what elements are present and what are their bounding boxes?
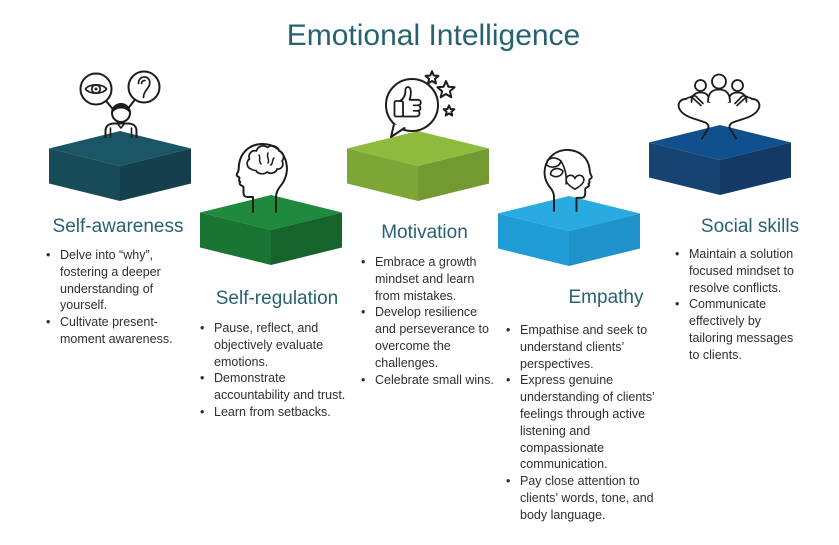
bullet-list: Empathise and seek to understand clients… [505,322,670,524]
pillar-heading: Empathy [568,287,644,308]
eye-ear-observation-icon [79,70,161,138]
bullet-item: Communicate effectively by tailoring mes… [674,296,801,363]
cube-right-face [120,148,191,201]
cube-left-face [200,212,271,265]
bullet-item: Express genuine understanding of clients… [505,372,670,473]
cube-left-face [49,148,120,201]
platform-cube-lime [347,131,489,201]
cube-left-face [498,213,569,266]
bullet-item: Delve into “why”, fostering a deeper und… [45,247,196,314]
bullet-item: Pause, reflect, and objectively evaluate… [199,320,362,370]
platform-cube-teal [49,131,191,201]
bullet-item: Maintain a solution focused mindset to r… [674,246,801,296]
cube-right-face [720,142,791,195]
mind-heart-leaves-icon [543,149,593,212]
thumbs-up-stars-icon [385,67,458,138]
pillar-heading: Motivation [381,222,468,243]
bullet-list: Embrace a growth mindset and learn from … [360,254,497,388]
cube-left-face [347,148,418,201]
pillar-heading: Self-awareness [52,216,184,237]
cube-right-face [271,212,342,265]
platform-cube-cyan [498,196,640,266]
bullet-item: Pay close attention to clients’ words, t… [505,473,670,523]
pillar-heading: Self-regulation [215,288,339,309]
bullet-list: Maintain a solution focused mindset to r… [674,246,801,364]
cube-left-face [649,142,720,195]
cube-right-face [569,213,640,266]
bullet-list: Delve into “why”, fostering a deeper und… [45,247,196,348]
bullet-item: Celebrate small wins. [360,372,497,389]
bullet-list: Pause, reflect, and objectively evaluate… [199,320,362,421]
cube-right-face [418,148,489,201]
platform-cube-green [200,195,342,265]
bullet-item: Learn from setbacks. [199,404,362,421]
page-title: Emotional Intelligence [286,19,581,52]
bullet-item: Cultivate present-moment awareness. [45,314,196,348]
bullet-item: Demonstrate accountability and trust. [199,370,362,404]
platform-cube-navy [649,125,791,195]
pillar-heading: Social skills [700,216,800,237]
brain-in-head-icon [235,142,288,213]
bullet-item: Empathise and seek to understand clients… [505,322,670,372]
hands-holding-people-icon [677,73,761,140]
bullet-item: Develop resilience and perseverance to o… [360,304,497,371]
bullet-item: Embrace a growth mindset and learn from … [360,254,497,304]
